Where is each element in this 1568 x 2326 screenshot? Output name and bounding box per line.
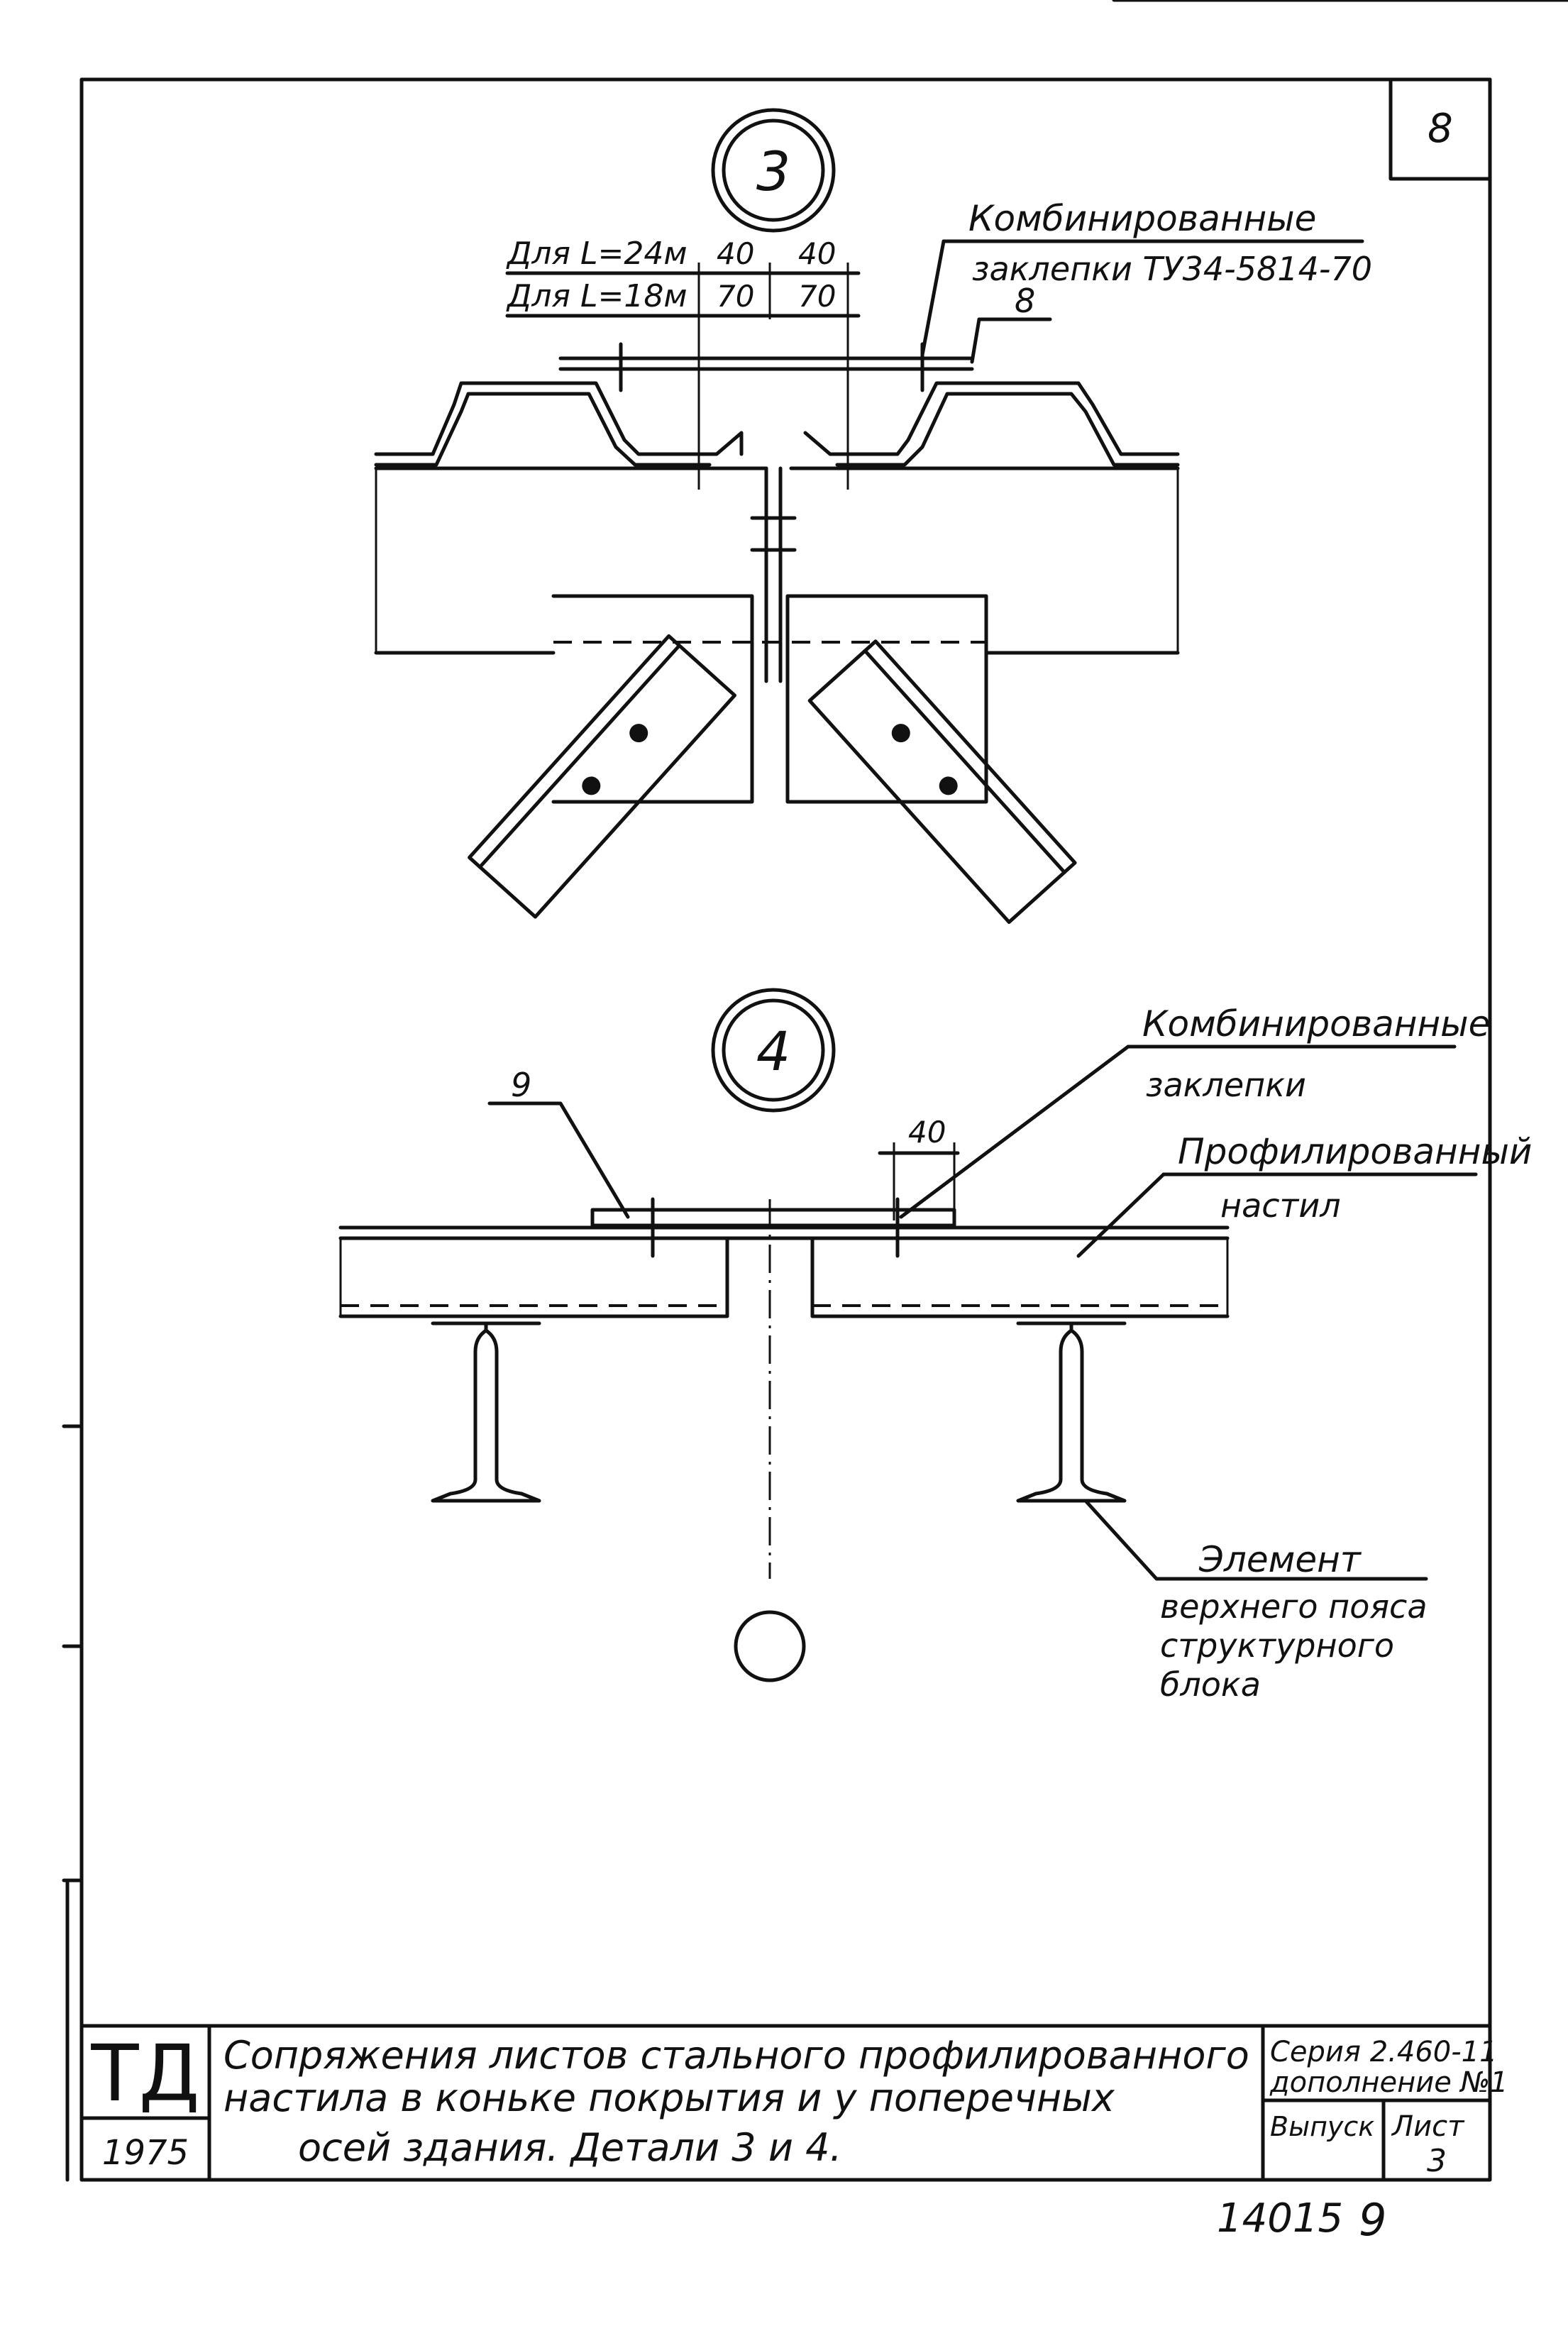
element-note-line2: верхнего пояса bbox=[1160, 1587, 1428, 1626]
dim-18-left: 70 bbox=[717, 279, 754, 314]
series-line1: Серия 2.460-11 bbox=[1270, 2036, 1498, 2068]
element-note: Элемент верхнего пояса структурного блок… bbox=[1083, 1499, 1428, 1704]
dim-label-24m: Для L=24м bbox=[506, 236, 688, 272]
sheet-frame bbox=[79, 77, 1492, 2182]
axis-line bbox=[734, 1199, 806, 1682]
deck-profile-3 bbox=[374, 342, 1180, 467]
detail-3-dimensions: Для L=24м Для L=18м 40 40 70 70 bbox=[505, 236, 861, 490]
sheet-label: Лист bbox=[1391, 2110, 1465, 2143]
title-year: 1975 bbox=[102, 2133, 189, 2173]
deck-note: Профилированный настил bbox=[1076, 1131, 1532, 1258]
dim-40: 40 bbox=[908, 1115, 946, 1150]
i-beam-left bbox=[431, 1321, 541, 1503]
sheet-number-box: 8 bbox=[1388, 77, 1492, 181]
deck-note-line1: Профилированный bbox=[1178, 1131, 1532, 1172]
series-line2: дополнение №1 bbox=[1269, 2066, 1508, 2099]
title-line1: Сопряжения листов стального профилирован… bbox=[223, 2033, 1249, 2078]
position-label-8: 8 bbox=[1015, 282, 1035, 320]
detail-4-number: 4 bbox=[756, 1020, 790, 1083]
detail-3-number: 3 bbox=[756, 140, 790, 203]
title-line2: настила в коньке покрытия и у поперечных bbox=[223, 2076, 1115, 2120]
detail-4-dimension: 40 bbox=[878, 1115, 960, 1220]
dim-24-right: 40 bbox=[798, 236, 836, 271]
i-beam-right bbox=[1016, 1321, 1127, 1503]
rivet4-note-line1: Комбинированные bbox=[1142, 1003, 1490, 1045]
chord-beam-3 bbox=[374, 466, 1180, 683]
rivet-note-line2: заклепки ТУ34-5814-70 bbox=[972, 250, 1372, 288]
element-note-line1: Элемент bbox=[1198, 1539, 1362, 1580]
detail-4: 4 9 Комбинированные заклепки 40 Профилир… bbox=[338, 988, 1532, 1704]
detail-4-marker: 4 bbox=[711, 988, 836, 1113]
position-9-leader: 9 bbox=[487, 1066, 630, 1219]
dim-label-18m: Для L=18м bbox=[506, 278, 688, 314]
title-block: ТД 1975 Сопряжения листов стального проф… bbox=[79, 2024, 1508, 2182]
detail-3-marker: 3 bbox=[711, 108, 836, 233]
dim-24-left: 40 bbox=[717, 236, 754, 271]
issue-label: Выпуск bbox=[1270, 2111, 1374, 2142]
detail-3: 3 Для L=24м Для L=18м 40 40 70 70 Комбин… bbox=[374, 108, 1372, 925]
gusset-plates-3 bbox=[551, 594, 988, 804]
title-line3: осей здания. Детали 3 и 4. bbox=[298, 2125, 842, 2170]
footer-page-number: 9 bbox=[1359, 2194, 1386, 2246]
diagonal-angle-left bbox=[468, 634, 737, 919]
sheet-number: 8 bbox=[1428, 106, 1453, 152]
sheet-value: 3 bbox=[1427, 2143, 1447, 2179]
detail-4-rivet-note: Комбинированные заклепки bbox=[899, 1003, 1490, 1219]
element-note-line4: блока bbox=[1160, 1665, 1261, 1704]
dim-18-right: 70 bbox=[798, 279, 836, 314]
rivet4-note-line2: заклепки bbox=[1146, 1066, 1306, 1104]
footer-archive-number: 14015 bbox=[1217, 2195, 1343, 2242]
position-label-9: 9 bbox=[511, 1066, 531, 1104]
element-note-line3: структурного bbox=[1160, 1626, 1394, 1665]
detail-3-rivet-note: Комбинированные заклепки ТУ34-5814-70 8 bbox=[920, 198, 1372, 364]
deck-section-4 bbox=[338, 1197, 1230, 1318]
deck-note-line2: настил bbox=[1220, 1186, 1341, 1225]
diagonal-angle-right bbox=[807, 639, 1077, 925]
td-logo: ТД bbox=[90, 2028, 199, 2119]
rivet-note-line1: Комбинированные bbox=[968, 198, 1316, 239]
